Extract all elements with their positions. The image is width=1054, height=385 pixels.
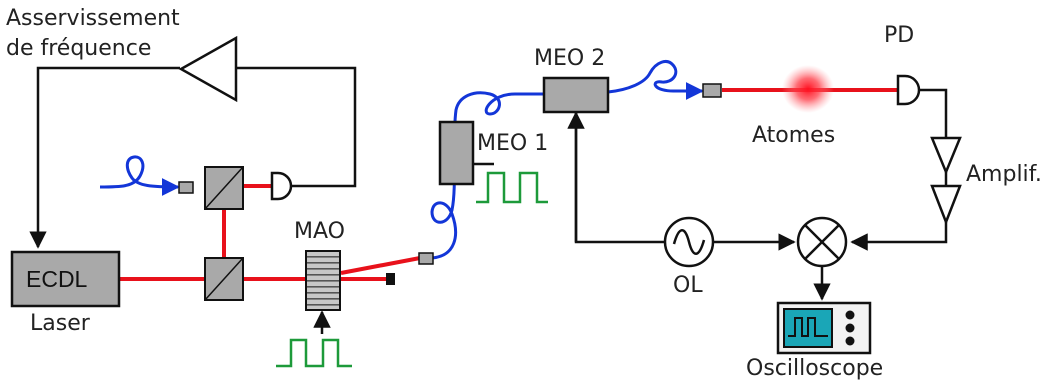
aom-label: MAO bbox=[294, 219, 345, 244]
photodiode-icon bbox=[896, 74, 921, 106]
oscilloscope-icon bbox=[776, 301, 872, 355]
ecdl-label: ECDL bbox=[26, 266, 88, 292]
mixer-icon bbox=[796, 216, 848, 268]
fiber-coupler-icon bbox=[418, 252, 434, 265]
photodiode-icon bbox=[270, 171, 293, 201]
feedback-label-line1: Asservissement bbox=[6, 6, 180, 31]
eom1-label: MEO 1 bbox=[477, 131, 549, 156]
pulse-train-icon bbox=[476, 171, 548, 204]
laser-label: Laser bbox=[30, 311, 90, 336]
feedback-label-line2: de fréquence bbox=[6, 36, 152, 61]
feedback-wire bbox=[29, 66, 357, 249]
amplifier-label: Amplif. bbox=[966, 162, 1042, 187]
beamsplitter-cube-icon bbox=[204, 257, 244, 301]
fiber-coupler-icon bbox=[178, 181, 194, 194]
fiber-coupler-icon bbox=[702, 83, 722, 98]
eom2-label: MEO 2 bbox=[534, 46, 606, 71]
oscilloscope-label: Oscilloscope bbox=[746, 356, 884, 381]
local-oscillator-label: OL bbox=[673, 273, 703, 298]
amplifier-triangle-icon bbox=[930, 136, 962, 176]
rf-wiring bbox=[313, 88, 948, 334]
eom2-box bbox=[542, 76, 610, 114]
fiber-paths bbox=[99, 60, 704, 260]
laser-beam-path bbox=[120, 88, 898, 281]
aom-crystal bbox=[305, 250, 341, 311]
eom1-box bbox=[438, 120, 475, 186]
amplifier-triangle-icon bbox=[178, 35, 238, 103]
atom-cloud bbox=[782, 65, 834, 113]
pulse-train-icon bbox=[276, 338, 352, 368]
photodiode-label: PD bbox=[884, 23, 915, 48]
beamsplitter-cube-icon bbox=[204, 166, 244, 210]
atoms-label: Atomes bbox=[752, 123, 836, 148]
amplifier-triangle-icon bbox=[930, 184, 962, 226]
sine-oscillator-icon bbox=[663, 216, 715, 268]
beam-dump-icon bbox=[386, 273, 395, 285]
ecdl-laser-box bbox=[10, 250, 121, 308]
